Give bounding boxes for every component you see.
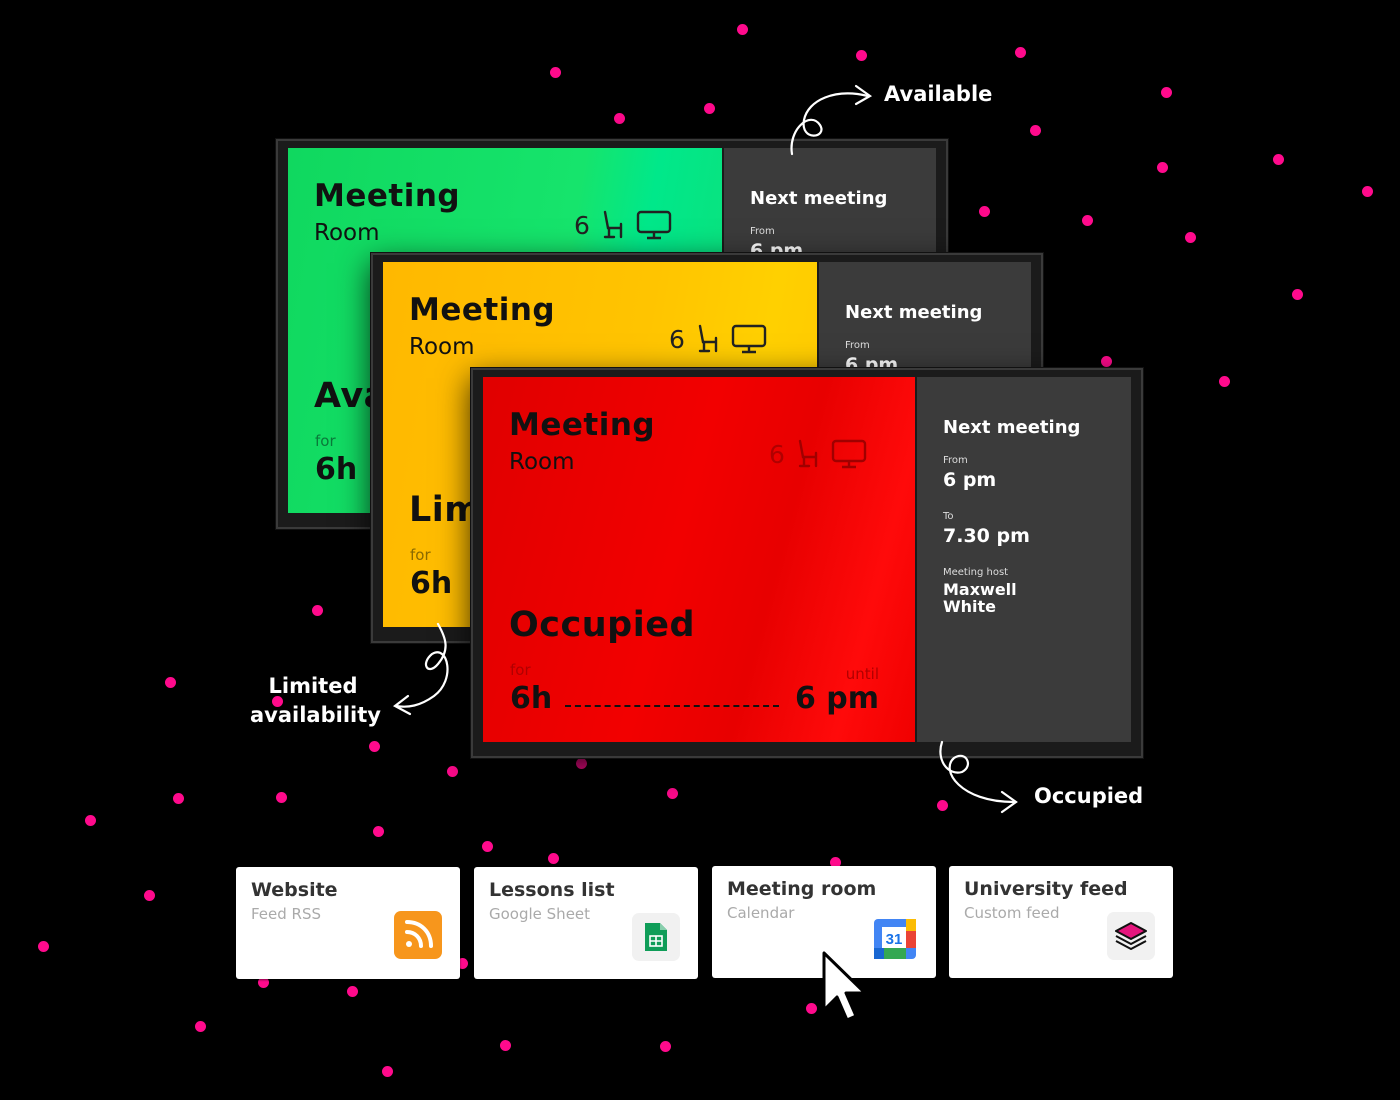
callout-available: Available	[884, 82, 993, 106]
until-value: 6 pm	[794, 681, 879, 716]
source-card-university-feed[interactable]: University feed Custom feed	[949, 866, 1173, 978]
mouse-cursor-icon	[822, 951, 867, 1022]
for-label: for	[410, 546, 431, 564]
room-title: Meeting	[409, 292, 556, 328]
availability-status: Occupied	[509, 605, 696, 645]
until-label: until	[845, 665, 879, 683]
source-subtitle: Feed RSS	[251, 905, 322, 923]
next-meeting-heading: Next meeting	[750, 188, 888, 209]
source-title: Meeting room	[727, 878, 877, 900]
callout-limited-line2: availability	[250, 703, 381, 727]
duration-value: 6h	[410, 566, 453, 601]
from-label: From	[845, 340, 870, 351]
room-subtitle: Room	[314, 220, 380, 246]
rss-icon	[394, 911, 442, 959]
for-label: for	[510, 661, 531, 679]
next-meeting-panel: Next meeting From 6 pm To 7.30 pm Meetin…	[917, 377, 1131, 742]
duration-value: 6h	[510, 681, 553, 716]
source-card-lessons-list[interactable]: Lessons list Google Sheet	[474, 867, 698, 979]
source-subtitle: Google Sheet	[489, 905, 591, 923]
layers-icon	[1107, 912, 1155, 960]
monitor-icon	[636, 210, 672, 240]
google-sheets-icon	[632, 913, 680, 961]
callout-limited: Limited availability	[250, 672, 381, 730]
room-subtitle: Room	[409, 334, 475, 360]
source-title: University feed	[964, 878, 1128, 900]
room-status-panel: Meeting Room 6 Occupied for 6h until 6 p…	[483, 377, 915, 742]
limited-arrow-icon	[392, 622, 449, 716]
available-arrow-icon	[790, 84, 873, 156]
next-meeting-heading: Next meeting	[845, 302, 983, 323]
to-label: To	[943, 511, 954, 522]
chair-icon	[698, 324, 718, 353]
monitor-icon	[831, 439, 867, 469]
host-label: Meeting host	[943, 567, 1009, 578]
display-occupied: Meeting Room 6 Occupied for 6h until 6 p…	[471, 368, 1143, 758]
occupied-arrow-icon	[939, 740, 1018, 814]
room-capacity: 6	[574, 210, 672, 240]
from-value: 6 pm	[943, 469, 997, 491]
callout-occupied: Occupied	[1034, 784, 1144, 808]
capacity-count: 6	[574, 210, 590, 240]
capacity-count: 6	[769, 439, 785, 469]
chair-icon	[603, 210, 623, 239]
source-title: Lessons list	[489, 879, 615, 901]
duration-divider	[565, 705, 779, 707]
room-capacity: 6	[769, 439, 867, 469]
source-subtitle: Custom feed	[964, 904, 1060, 922]
chair-icon	[798, 439, 818, 468]
room-title: Meeting	[314, 178, 461, 214]
host-first-name: Maxwell	[943, 580, 1017, 599]
source-card-website[interactable]: Website Feed RSS	[236, 867, 460, 979]
room-title: Meeting	[509, 407, 656, 443]
google-calendar-icon: 31	[872, 916, 918, 962]
to-value: 7.30 pm	[943, 525, 1030, 547]
from-label: From	[943, 455, 968, 466]
for-label: for	[315, 432, 336, 450]
source-title: Website	[251, 879, 338, 901]
source-subtitle: Calendar	[727, 904, 795, 922]
next-meeting-heading: Next meeting	[943, 417, 1081, 438]
room-capacity: 6	[669, 324, 767, 354]
capacity-count: 6	[669, 324, 685, 354]
monitor-icon	[731, 324, 767, 354]
calendar-day: 31	[886, 931, 903, 948]
callout-limited-line1: Limited	[268, 674, 358, 698]
from-label: From	[750, 226, 775, 237]
room-subtitle: Room	[509, 449, 575, 475]
duration-value: 6h	[315, 452, 358, 487]
host-last-name: White	[943, 597, 997, 616]
